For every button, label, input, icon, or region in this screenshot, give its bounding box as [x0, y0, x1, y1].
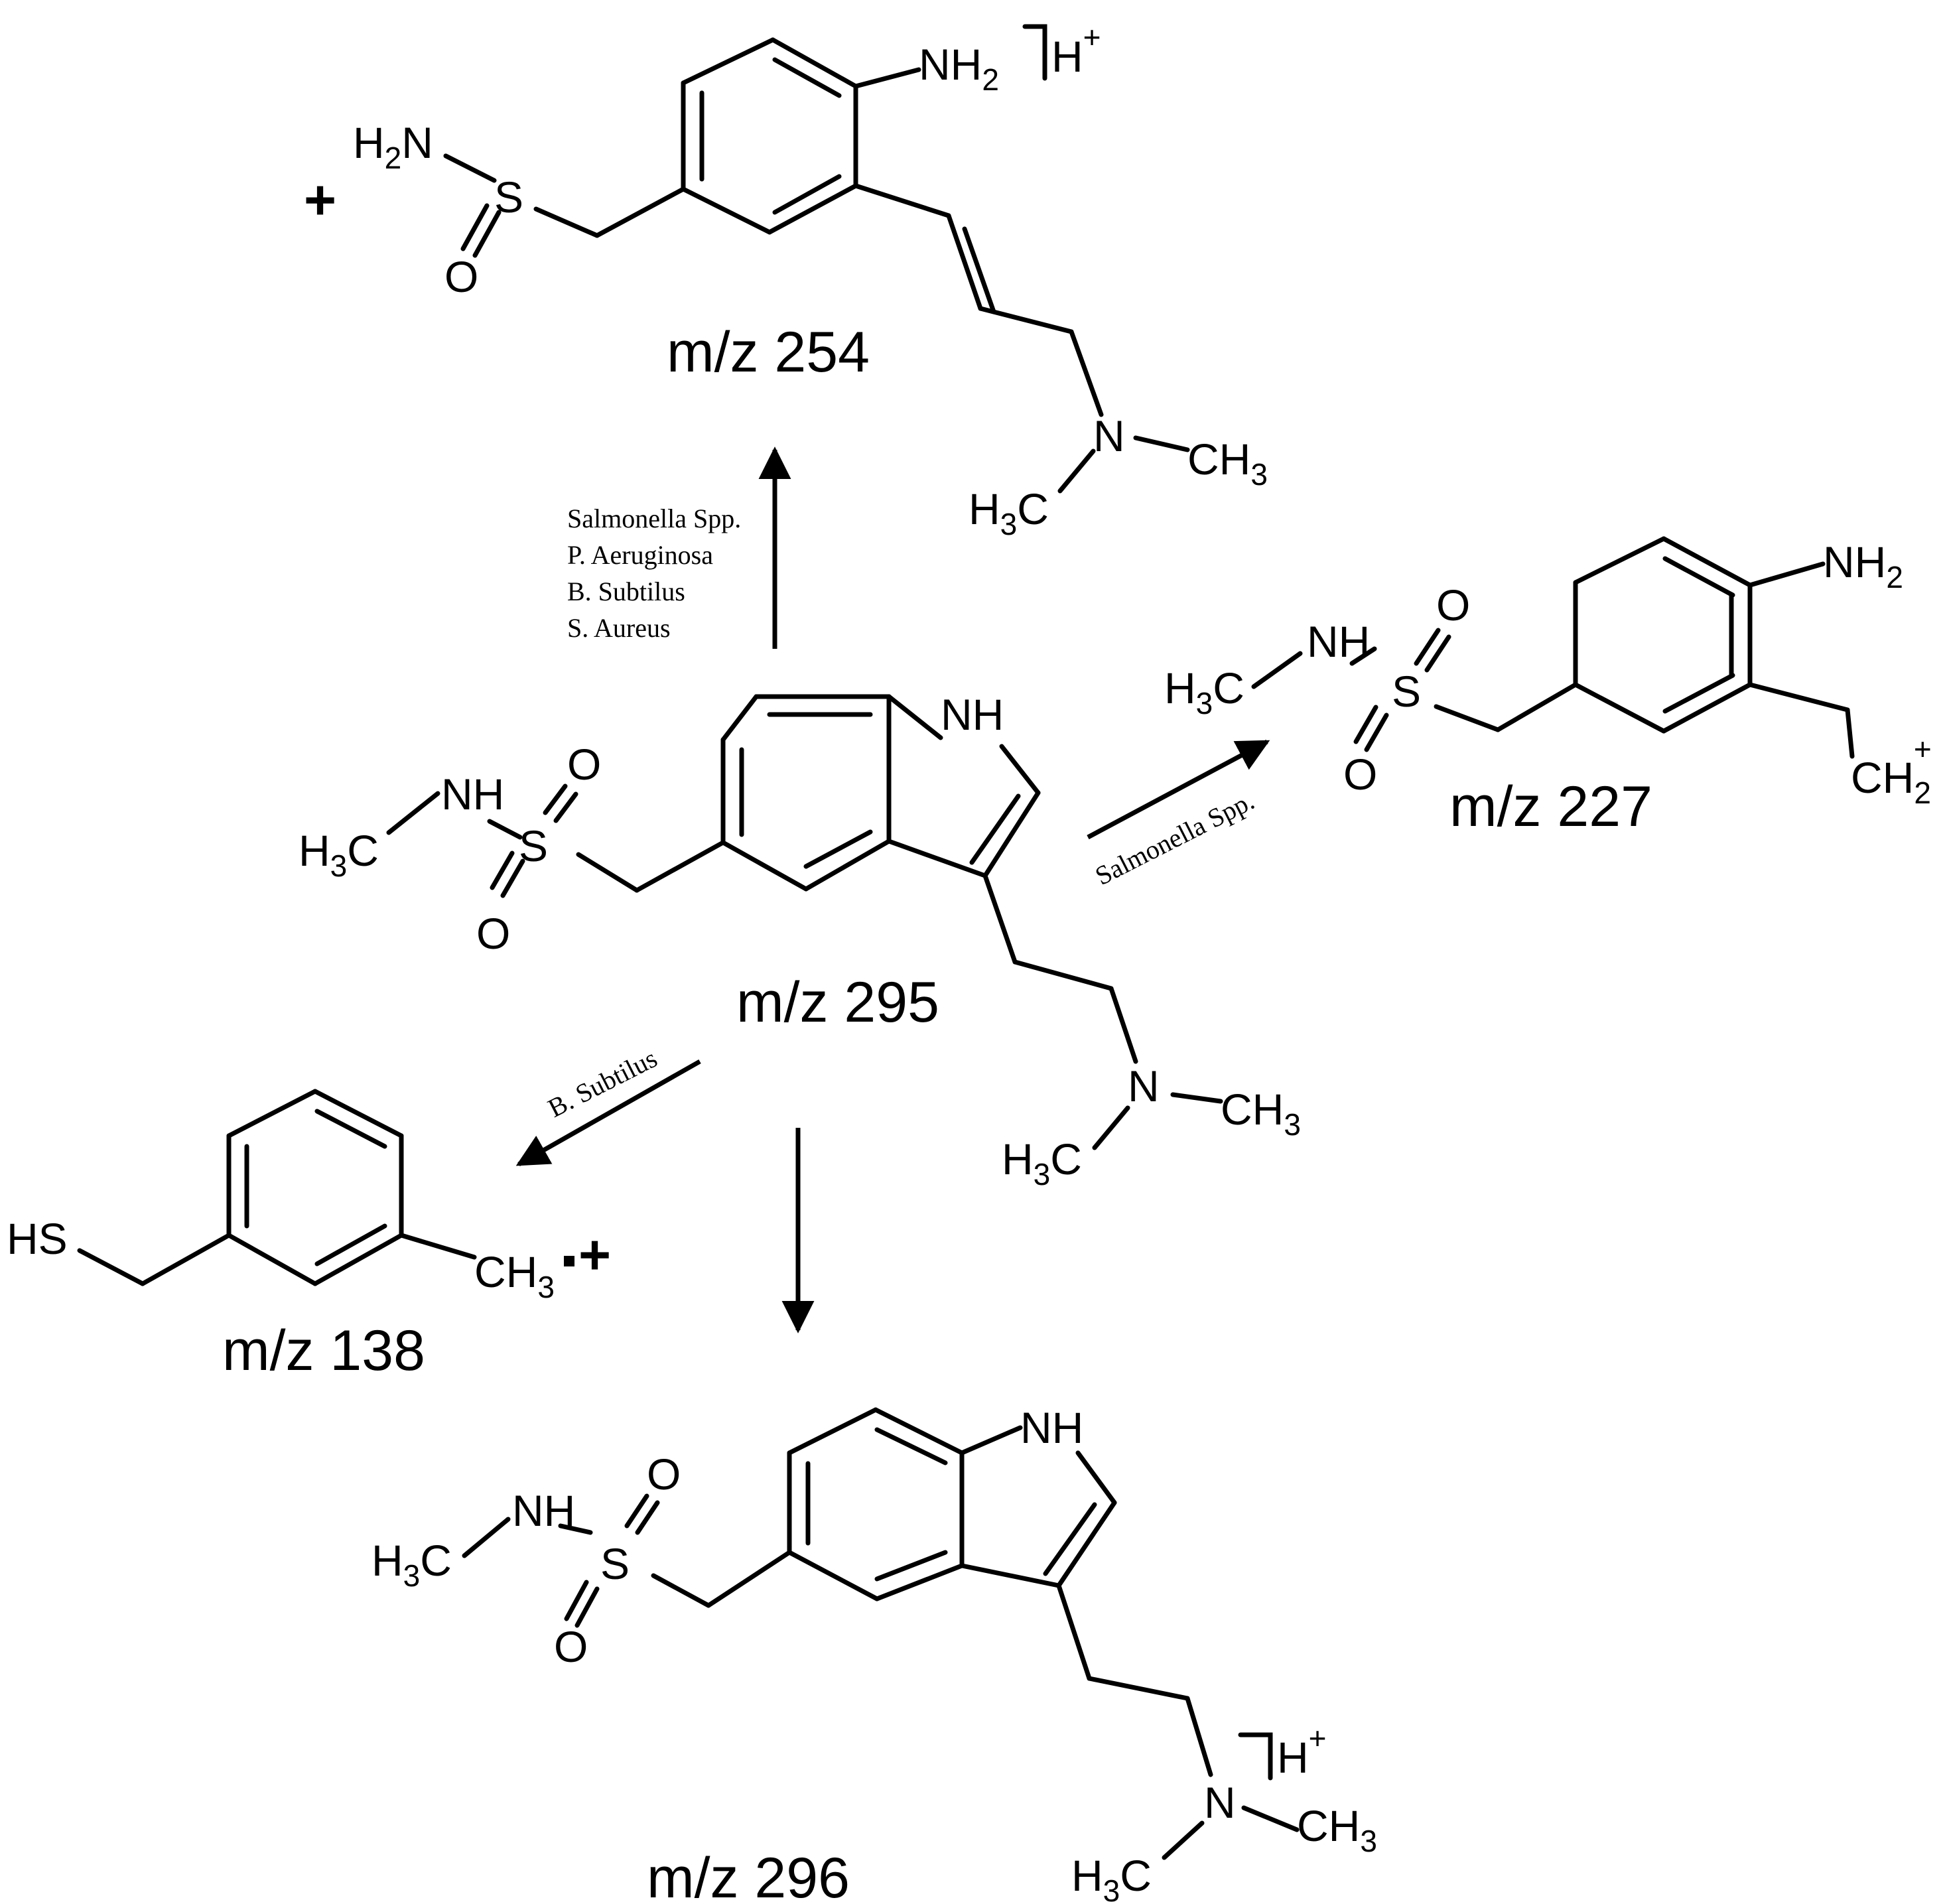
- atom-n: N: [1204, 1778, 1236, 1827]
- atom-labels-mz-295: NH H3C S O O NH N CH3 H3C: [299, 690, 1301, 1191]
- mz-label-227: m/z 227: [1449, 775, 1652, 839]
- atom-s: S: [600, 1539, 630, 1588]
- bonds-mz-138: [77, 1089, 574, 1286]
- atom-h3c: H3C: [969, 484, 1049, 541]
- bonds-mz-254: [443, 24, 1190, 494]
- atom-h3c: H3C: [371, 1536, 452, 1593]
- bonds-mz-295: [386, 694, 1223, 1150]
- mz-label-295: m/z 295: [736, 971, 939, 1034]
- arrow-to-138: B. Subtilus: [515, 1043, 701, 1167]
- atom-hplus: H+: [1051, 20, 1101, 81]
- atom-labels-mz-254: + H2N S O NH2 H+ N CH3 H3C: [304, 20, 1268, 541]
- atom-o-lower: O: [554, 1622, 588, 1671]
- atom-nh: NH: [441, 770, 504, 819]
- organism-label: S. Aureus: [567, 613, 671, 643]
- bonds-mz-296: [462, 1407, 1300, 1860]
- atom-o-upper: O: [567, 740, 601, 789]
- compound-mz-296: NH H3C S O O NH N H+ CH3 H3C m/z 296: [371, 1403, 1377, 1904]
- atom-ch3: CH3: [1297, 1801, 1377, 1858]
- atom-labels-mz-138: HS CH3 +: [7, 1214, 611, 1304]
- organism-label: P. Aeruginosa: [567, 540, 713, 570]
- organism-label: B. Subtilus: [543, 1043, 662, 1123]
- radical-dot: [564, 1256, 574, 1266]
- atom-h3c-amine: H3C: [1002, 1134, 1082, 1191]
- organism-label: B. Subtilus: [567, 577, 685, 606]
- atom-labels-mz-296: NH H3C S O O NH N H+ CH3 H3C: [371, 1403, 1377, 1904]
- atom-h3c: H3C: [299, 826, 379, 883]
- atom-o: O: [444, 252, 478, 301]
- atom-nh2: NH2: [1823, 537, 1903, 594]
- atom-nh: NH: [512, 1486, 575, 1535]
- atom-o-lower: O: [1343, 750, 1377, 799]
- atom-h2n: H2N: [353, 118, 433, 175]
- atom-o-upper: O: [647, 1450, 681, 1499]
- atom-n: N: [1093, 411, 1125, 460]
- atom-hplus: H+: [1277, 1721, 1327, 1782]
- atom-ch3: CH3: [1187, 435, 1268, 492]
- atom-nh: NH: [1307, 617, 1370, 666]
- organism-label: Salmonella Spp.: [1091, 785, 1259, 891]
- compound-mz-227: NH H3C S O O NH2 CH2+ m/z 227: [1164, 536, 1932, 839]
- atom-o-upper: O: [1436, 580, 1470, 630]
- atom-ch3-radical-cation: CH3: [474, 1247, 555, 1304]
- plus-sign: +: [304, 169, 336, 231]
- bonds-mz-227: [1251, 536, 1855, 759]
- atom-ch3: CH3: [1221, 1085, 1301, 1142]
- atom-s: S: [494, 172, 523, 222]
- atom-h3c: H3C: [1164, 663, 1244, 720]
- arrow-to-227: Salmonella Spp.: [1087, 739, 1270, 891]
- compound-mz-295: NH H3C S O O NH N CH3 H3C m/z 295: [299, 690, 1301, 1191]
- radical-cation-plus: +: [578, 1223, 611, 1286]
- atom-ring-nh: NH: [941, 690, 1004, 739]
- atom-n: N: [1128, 1061, 1160, 1111]
- arrow-to-254: Salmonella Spp. P. Aeruginosa B. Subtilu…: [567, 446, 791, 649]
- organism-label: Salmonella Spp.: [567, 504, 741, 533]
- atom-ch2-cation: CH2+: [1851, 732, 1932, 810]
- atom-h3c-amine: H3C: [1071, 1851, 1152, 1904]
- mz-label-296: m/z 296: [647, 1846, 850, 1904]
- atom-hs: HS: [7, 1214, 68, 1263]
- atom-s: S: [519, 821, 548, 870]
- atom-o-lower: O: [476, 909, 510, 958]
- atom-s: S: [1392, 667, 1421, 716]
- mz-label-138: m/z 138: [222, 1319, 425, 1383]
- compound-mz-138: HS CH3 + m/z 138: [7, 1089, 611, 1383]
- atom-ring-nh: NH: [1020, 1403, 1083, 1452]
- compound-mz-254: + H2N S O NH2 H+ N CH3 H3C m/z 254: [304, 20, 1268, 541]
- mz-label-254: m/z 254: [667, 320, 870, 384]
- atom-nh2: NH2: [919, 40, 999, 97]
- atom-labels-mz-227: NH H3C S O O NH2 CH2+: [1164, 537, 1932, 810]
